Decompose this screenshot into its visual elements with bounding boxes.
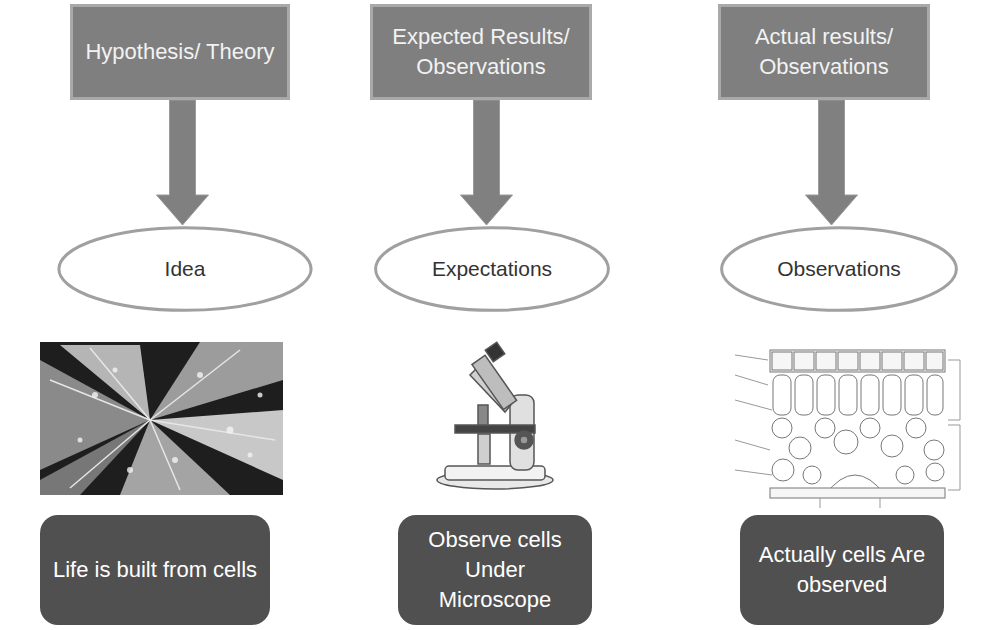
ellipse-shape <box>722 228 957 311</box>
node-label: Hypothesis/ Theory <box>85 37 274 67</box>
microscope-picture <box>437 342 553 489</box>
leaves-photo <box>40 342 283 495</box>
text-group: Expectations <box>432 255 552 283</box>
ellipse-shape <box>59 228 311 311</box>
block-arrow <box>157 100 209 225</box>
node-label: Observe cells Under Microscope <box>410 525 580 614</box>
text-group: Hypothesis/ Theory <box>85 37 274 67</box>
theory-box: Expected Results/ Observations <box>370 4 592 100</box>
text-group: Observe cells Under Microscope <box>410 525 580 614</box>
node-label: Life is built from cells <box>53 555 257 585</box>
text-group: Life is built from cells <box>53 555 257 585</box>
text-group: Observations <box>777 255 901 283</box>
node-label: Observations <box>777 255 901 283</box>
ellipse-shape <box>376 228 609 311</box>
node-label: Actually cells Are observed <box>752 540 932 599</box>
statement-box: Life is built from cells <box>40 515 270 625</box>
node-label: Idea <box>165 255 206 283</box>
statement-box: Observe cells Under Microscope <box>398 515 592 625</box>
text-group: Idea <box>165 255 206 283</box>
step-ellipse: Observations <box>718 225 960 313</box>
text-group: Expected Results/ Observations <box>385 22 577 81</box>
statement-box: Actually cells Are observed <box>740 515 944 625</box>
block-arrow <box>461 100 513 225</box>
text-group: Actual results/ Observations <box>733 22 915 81</box>
leaf-cell-drawing <box>735 350 960 508</box>
block-arrow <box>806 100 858 225</box>
node-label: Actual results/ Observations <box>733 22 915 81</box>
step-ellipse: Idea <box>55 225 315 313</box>
step-ellipse: Expectations <box>372 225 612 313</box>
text-group: Actually cells Are observed <box>752 540 932 599</box>
theory-box: Hypothesis/ Theory <box>70 4 290 100</box>
node-label: Expectations <box>432 255 552 283</box>
node-label: Expected Results/ Observations <box>385 22 577 81</box>
theory-box: Actual results/ Observations <box>718 4 930 100</box>
